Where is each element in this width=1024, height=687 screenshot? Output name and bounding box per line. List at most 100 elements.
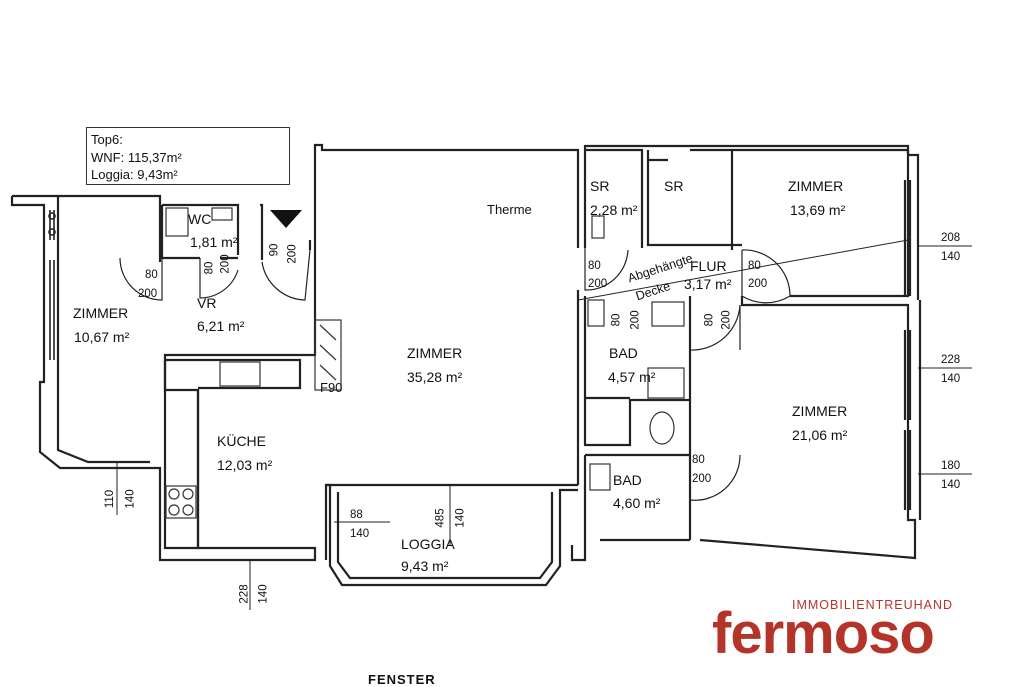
window-right-1 xyxy=(903,180,912,296)
unit-loggia: Loggia: 9,43m² xyxy=(91,167,178,182)
room-loggia-name: LOGGIA xyxy=(401,536,455,552)
dim-win-left-w: 110 xyxy=(104,489,117,509)
dim-win-r1-w: 228 xyxy=(941,354,961,366)
door-swing-entry xyxy=(261,249,311,301)
wall-bad2 xyxy=(570,453,690,562)
wall-left-inner xyxy=(56,196,150,464)
unit-info-box: Top6: WNF: 115,37m² Loggia: 9,43m² xyxy=(86,127,290,185)
door-swing-vr xyxy=(119,257,163,301)
door-swing-bad1 xyxy=(689,300,741,351)
window-right-3 xyxy=(903,430,912,510)
dim-bad2-door-w: 80 xyxy=(692,454,705,466)
door-swing-sr xyxy=(584,248,629,291)
f90-label: F90 xyxy=(320,380,343,395)
dim-vr-door-h: 200 xyxy=(138,288,158,300)
dim-sr-door-w: 80 xyxy=(588,260,601,272)
dim-flur-door-w: 80 xyxy=(748,260,761,272)
room-vr-name: VR xyxy=(197,295,217,311)
dim-win-r2-h: 140 xyxy=(941,479,961,491)
wall-kitchen xyxy=(163,360,200,550)
sr-unit xyxy=(591,215,605,239)
room-zimmer-tr-name: ZIMMER xyxy=(788,178,844,194)
column-mark xyxy=(48,212,56,220)
wall-kitchen-counter xyxy=(165,358,302,390)
room-sr1-area: 2,28 m² xyxy=(590,202,638,218)
brand-subtitle: IMMOBILIENTREUHAND xyxy=(792,598,954,612)
dim-loggia-win-w: 485 xyxy=(434,508,447,528)
room-sr1-name: SR xyxy=(590,178,610,194)
room-vr-area: 6,21 m² xyxy=(197,318,245,334)
room-flur-name: FLUR xyxy=(690,258,727,274)
window-right-2 xyxy=(903,330,912,420)
wall-bad1 xyxy=(583,296,692,540)
room-sr2-name: SR xyxy=(664,178,684,194)
door-swing-bad2 xyxy=(689,454,741,501)
dim-bad2-door-h: 200 xyxy=(692,473,712,485)
bad2-washer xyxy=(589,463,611,491)
wall-sr2 xyxy=(646,148,742,250)
door-swing-flur xyxy=(741,249,791,304)
kitchen-sink xyxy=(219,361,261,387)
unit-id: Top6: xyxy=(91,132,123,147)
room-bad1-name: BAD xyxy=(609,345,638,361)
room-zimmer-main-area: 35,28 m² xyxy=(407,369,463,385)
dim-win-k-w: 228 xyxy=(238,584,251,604)
room-zimmer-left-name: ZIMMER xyxy=(73,305,129,321)
room-loggia-area: 9,43 m² xyxy=(401,558,449,574)
room-zimmer-main-name: ZIMMER xyxy=(407,345,463,361)
dim-loggia-win-h: 140 xyxy=(454,508,467,528)
window-left-wall xyxy=(49,210,55,360)
room-wc-area: 1,81 m² xyxy=(190,234,238,250)
ceiling-line xyxy=(577,239,909,301)
bad1-toilet xyxy=(649,411,675,445)
wc-toilet xyxy=(165,207,189,237)
wall-vr-right xyxy=(260,203,312,260)
bad1-tub xyxy=(647,367,685,399)
dim-entry-h: 200 xyxy=(286,244,299,264)
dim-zr-door-h: 200 xyxy=(720,310,733,330)
dim-win-k-h: 140 xyxy=(257,584,270,604)
dim-flur-door-h: 200 xyxy=(748,278,768,290)
dim-bad-door-h: 200 xyxy=(629,310,642,330)
dim-loggia-door-h: 140 xyxy=(350,528,370,540)
wall-main-right xyxy=(324,290,580,560)
entry-marker xyxy=(270,210,302,228)
dim-zr-door-w: 80 xyxy=(703,313,716,327)
dim-win-r2-w: 180 xyxy=(941,460,961,472)
dim-wc-door-w: 80 xyxy=(203,261,216,275)
room-flur-area: 3,17 m² xyxy=(684,276,732,292)
room-kueche-name: KÜCHE xyxy=(217,433,267,449)
dim-win-tr-w: 208 xyxy=(941,232,961,244)
door-swing-wc xyxy=(199,258,239,299)
room-zimmer-left-area: 10,67 m² xyxy=(74,329,130,345)
dim-win-r1-h: 140 xyxy=(941,373,961,385)
dim-wc-door-h: 200 xyxy=(219,254,232,274)
dim-win-tr-h: 140 xyxy=(941,251,961,263)
fenster-label: FENSTER xyxy=(368,672,436,687)
kitchen-stove xyxy=(165,485,197,519)
therme-label: Therme xyxy=(487,202,532,217)
room-bad2-area: 4,60 m² xyxy=(613,495,661,511)
room-bad1-area: 4,57 m² xyxy=(608,369,656,385)
bad1-sink xyxy=(651,301,685,327)
dim-entry-w: 90 xyxy=(268,243,281,257)
chimney xyxy=(314,319,342,391)
dim-loggia-door-w: 88 xyxy=(350,509,363,521)
room-zimmer-tr-area: 13,69 m² xyxy=(790,202,846,218)
room-zimmer-r-name: ZIMMER xyxy=(792,403,848,419)
wall-zimmer-r xyxy=(699,296,922,560)
room-zimmer-r-area: 21,06 m² xyxy=(792,427,848,443)
brand-logo: fermoso xyxy=(712,601,935,666)
dim-vr-door-w: 80 xyxy=(145,269,158,281)
wall-loggia-inner xyxy=(336,492,554,580)
bad1-washer xyxy=(587,299,605,327)
wall-left-room xyxy=(10,143,580,562)
dim-sr-door-h: 200 xyxy=(588,278,608,290)
wc-sink xyxy=(211,207,233,221)
wall-zimmer-tr xyxy=(732,148,920,300)
column-mark-2 xyxy=(48,228,56,236)
room-wc-name: WC xyxy=(188,211,212,227)
unit-wnf: WNF: 115,37m² xyxy=(91,149,182,165)
dim-win-left-h: 140 xyxy=(124,489,137,509)
